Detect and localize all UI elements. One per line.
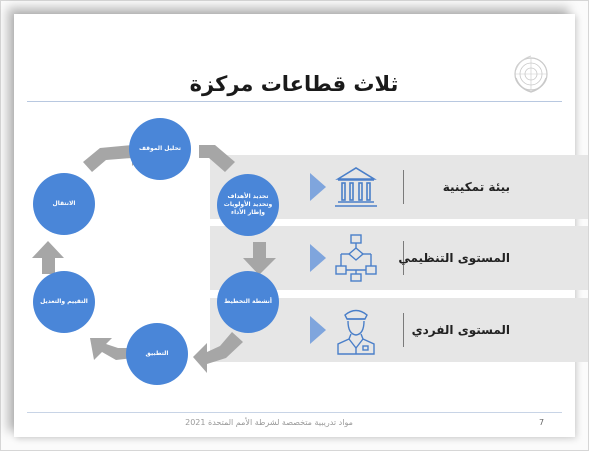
band-divider bbox=[403, 313, 404, 347]
sector-band-individual-level: المستوى الفردي bbox=[210, 298, 588, 362]
un-emblem-icon bbox=[514, 55, 548, 93]
institution-building-icon bbox=[335, 167, 377, 207]
sector-label: المستوى الفردي bbox=[411, 323, 510, 337]
slide-title: ثلاث قطاعات مركزة bbox=[189, 72, 399, 96]
sector-label: بيئة تمكينية bbox=[442, 180, 510, 194]
sector-band-organizational-level: المستوى التنظيمي bbox=[210, 226, 588, 290]
slide: ثلاث قطاعات مركزة مواد تدريبية متخصصة لش… bbox=[14, 14, 575, 437]
police-officer-icon bbox=[337, 309, 375, 355]
chevron-right-icon bbox=[310, 173, 326, 201]
flowchart-icon bbox=[335, 234, 377, 282]
title-divider bbox=[27, 101, 562, 102]
footer-text: مواد تدريبية متخصصة لشرطة الأمم المتحدة … bbox=[185, 418, 353, 427]
sector-label: المستوى التنظيمي bbox=[398, 251, 510, 265]
band-divider bbox=[403, 170, 404, 204]
chevron-right-icon bbox=[310, 244, 326, 272]
band-divider bbox=[403, 241, 404, 275]
page-number: 7 bbox=[539, 418, 545, 427]
sector-band-enabling-environment: بيئة تمكينية bbox=[210, 155, 588, 219]
chevron-right-icon bbox=[310, 316, 326, 344]
footer-divider bbox=[27, 412, 562, 413]
